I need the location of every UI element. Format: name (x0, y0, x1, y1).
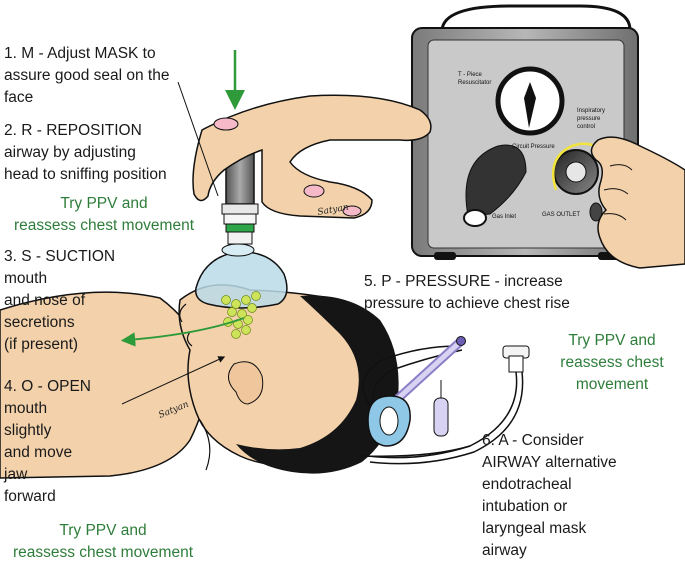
left-hand (192, 94, 432, 219)
gauge-needle (524, 82, 536, 128)
step-1-mask-label: 1. M - Adjust MASK to assure good seal o… (4, 45, 170, 106)
step-5-pressure-label: 5. P - PRESSURE - increase pressure to a… (364, 273, 570, 312)
thumbnail (213, 117, 239, 131)
device-handle (440, 4, 632, 31)
step-4-open-label: 4. O - OPEN mouth slightly and move jaw … (4, 378, 91, 505)
device-name-label-1: T - Piece (458, 72, 483, 78)
gas-outlet-port (589, 202, 603, 222)
reassess-after-open: Try PPV and reassess chest movement (12, 522, 194, 561)
secretions (221, 291, 261, 339)
endotracheal-tube (367, 345, 530, 465)
control-label-2: pressure (577, 116, 601, 122)
mask-pointer-line (177, 81, 219, 197)
control-label-3: control (577, 124, 595, 130)
infant-hair (236, 295, 399, 474)
step-2-reposition-label: 2. R - REPOSITION airway by adjusting he… (4, 122, 167, 183)
fingernail-1 (303, 184, 325, 198)
gas-inlet-label: Gas Inlet (492, 214, 516, 220)
device-foot-left (434, 252, 456, 260)
gas-inlet-port (465, 144, 527, 217)
step-6-airway-label: 6. A - Consider AIRWAY alternative endot… (482, 432, 617, 559)
reassess-after-pressure: Try PPV and reassess chest movement (560, 332, 664, 393)
laryngeal-mask-airway (357, 336, 471, 458)
right-hand (590, 136, 685, 269)
device-name-label-2: Resuscitator (458, 80, 491, 86)
gas-outlet-label: GAS OUTLET (542, 212, 580, 218)
reassess-after-reposition: Try PPV and reassess chest movement (13, 195, 195, 234)
circuit-pressure-label: Circuit Pressure (512, 144, 555, 150)
t-piece-resuscitator: T - Piece Resuscitator Circuit Pressure … (411, 4, 639, 260)
infant-ear (228, 361, 264, 405)
infant-figure: Satyan (0, 284, 399, 479)
suction-arrow (120, 317, 245, 347)
step-3-suction-label: 3. S - SUCTION mouth and nose of secreti… (4, 248, 116, 353)
fingernail-2 (342, 205, 362, 217)
jaw-pointer-arrow (121, 356, 226, 405)
control-label-1: Inspiratory (577, 108, 605, 114)
